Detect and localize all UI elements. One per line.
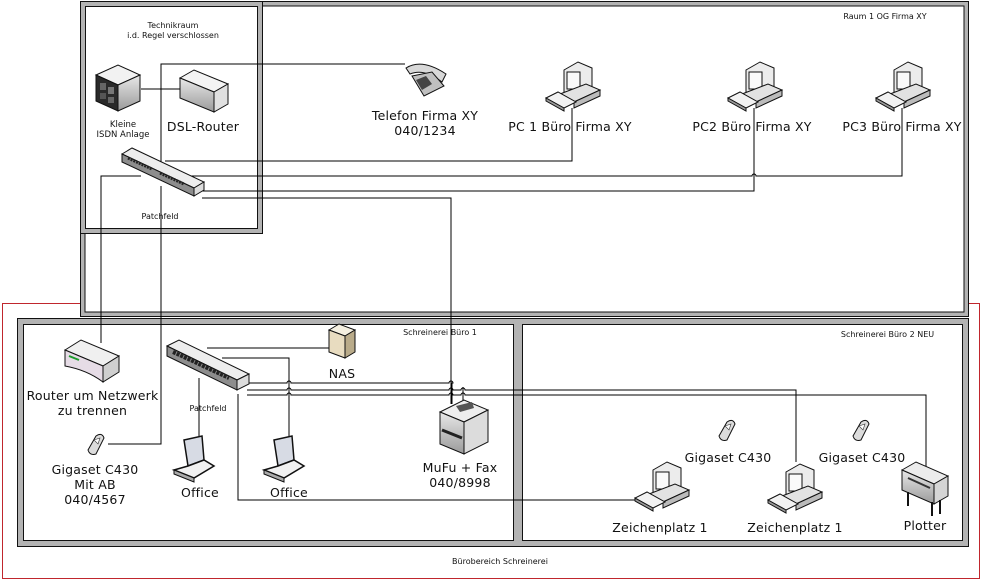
zone-label-technikraum-line1: Technikraum	[147, 21, 199, 30]
label-gigaset-ab-line3: 040/4567	[64, 492, 126, 507]
patch-panel-icon	[120, 147, 206, 197]
cable-router	[100, 175, 141, 343]
label-zeichen2: Zeichenplatz 1	[747, 520, 843, 535]
zone-label-technikraum: Technikraum i.d. Regel verschlossen	[98, 21, 248, 40]
label-gigaset-ab: Gigaset C430 Mit AB 040/4567	[40, 462, 150, 507]
router-icon	[63, 339, 121, 383]
label-gigaset3: Gigaset C430	[818, 450, 906, 465]
patch-panel-icon	[165, 339, 251, 391]
cable-gigaset-ab	[108, 186, 162, 445]
label-gigaset2: Gigaset C430	[684, 450, 772, 465]
cables	[100, 63, 927, 501]
cable-pc1	[165, 108, 573, 162]
label-zeichen1: Zeichenplatz 1	[612, 520, 708, 535]
label-dsl-router: DSL-Router	[166, 119, 240, 134]
label-gigaset-ab-line1: Gigaset C430	[51, 462, 139, 477]
label-office2: Office	[270, 485, 308, 500]
label-pc1: PC 1 Büro Firma XY	[508, 119, 632, 134]
cable-mufu	[202, 197, 452, 404]
multifunction-printer-icon	[438, 399, 490, 455]
label-isdn-line2: ISDN Anlage	[96, 130, 150, 141]
label-pc3: PC3 Büro Firma XY	[842, 119, 962, 134]
cable-office2	[222, 357, 290, 437]
cable-zeichen2	[247, 387, 797, 462]
label-isdn: Kleine ISDN Anlage	[88, 120, 158, 140]
label-gigaset-ab-line2: Mit AB	[74, 477, 116, 492]
wall-schreinerei	[17, 318, 969, 547]
plotter-icon	[900, 461, 950, 516]
cable-mufu-bottom	[247, 380, 454, 404]
label-patchfeld-top: Patchfeld	[141, 212, 179, 221]
cable-plotter	[247, 392, 927, 470]
cable-telefon	[160, 63, 405, 180]
pbx-server-icon	[94, 64, 142, 112]
label-telefon-line2: 040/1234	[394, 123, 456, 138]
label-patchfeld-bottom: Patchfeld	[189, 404, 227, 413]
label-nas: NAS	[328, 366, 356, 381]
desk-phone-icon	[405, 63, 447, 97]
label-telefon-line1: Telefon Firma XY	[371, 108, 479, 123]
cable-zeichen1	[237, 394, 638, 501]
zone-label-buerobereich: Bürobereich Schreinerei	[452, 557, 548, 566]
label-mufu: MuFu + Fax 040/8998	[410, 460, 510, 490]
wall-technikraum	[80, 1, 263, 234]
zone-label-buero1: Schreinerei Büro 1	[403, 328, 477, 337]
label-office1: Office	[181, 485, 219, 500]
zone-label-buero2: Schreinerei Büro 2 NEU	[840, 330, 935, 339]
label-mufu-line2: 040/8998	[429, 475, 491, 490]
zone-label-raum1: Raum 1 OG Firma XY	[843, 12, 927, 21]
label-telefon: Telefon Firma XY 040/1234	[360, 108, 490, 138]
nas-server-icon	[327, 323, 357, 359]
label-router-trennen: Router um Netzwerk zu trennen	[20, 388, 165, 418]
label-mufu-line1: MuFu + Fax	[422, 460, 498, 475]
label-isdn-line1: Kleine	[109, 120, 137, 130]
label-pc2: PC2 Büro Firma XY	[692, 119, 812, 134]
cable-pc2	[195, 108, 755, 192]
label-router-line1: Router um Netzwerk	[26, 388, 159, 403]
router-box-icon	[178, 69, 230, 113]
zone-label-technikraum-line2: i.d. Regel verschlossen	[127, 30, 219, 40]
label-router-line2: zu trennen	[57, 403, 128, 418]
label-plotter: Plotter	[903, 518, 947, 533]
